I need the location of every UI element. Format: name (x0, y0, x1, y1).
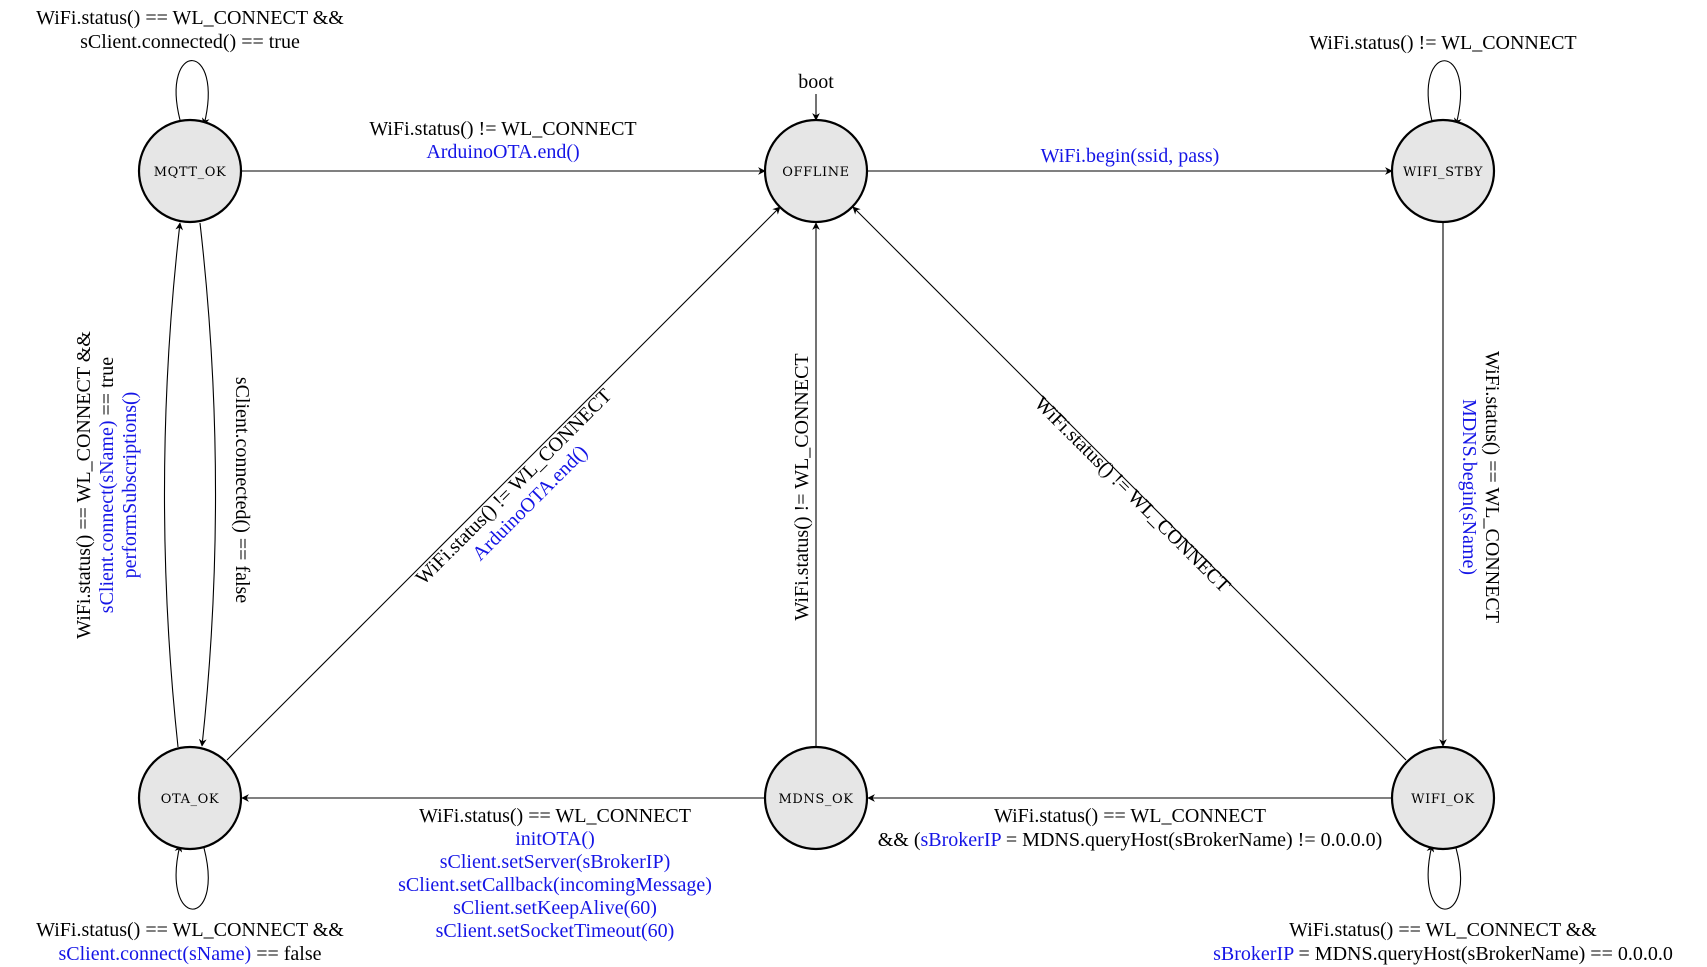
ota-to-mqtt-line2: sClient.connect(sName) == true (96, 357, 118, 613)
state-ota-ok: OTA_OK (137, 745, 243, 851)
state-mdns-ok: MDNS_OK (763, 745, 869, 851)
edge-ota-self-loop (174, 844, 209, 910)
mdns-to-ota-action-4: sClient.setKeepAlive(60) (453, 897, 657, 919)
state-label-mdns-ok: MDNS_OK (778, 792, 853, 807)
edge-ota-to-mqtt (163, 222, 184, 748)
label-mdns-to-offline: WiFi.status() != WL_CONNECT (791, 353, 813, 620)
mdns-to-ota-action-2: sClient.setServer(sBrokerIP) (440, 851, 671, 873)
state-mqtt-ok: MQTT_OK (137, 118, 243, 224)
ota-loop-line1: WiFi.status() == WL_CONNECT && (36, 919, 344, 941)
edge-wifi-stby-self-loop (1427, 60, 1462, 126)
label-wifi-stby-self-loop: WiFi.status() != WL_CONNECT (1309, 32, 1576, 54)
wifi-ok-to-mdns-condition: WiFi.status() == WL_CONNECT (994, 805, 1266, 827)
label-mqtt-to-offline: WiFi.status() != WL_CONNECT ArduinoOTA.e… (369, 118, 636, 163)
wifi-ok-loop-line2: sBrokerIP = MDNS.queryHost(sBrokerName) … (1213, 943, 1673, 965)
wifi-ok-to-mdns-line2: && (sBrokerIP = MDNS.queryHost(sBrokerNa… (878, 829, 1383, 851)
edge-wifi-ok-self-loop (1426, 844, 1462, 910)
edge-wifi-ok-to-offline (852, 206, 1407, 761)
edge-mqtt-self-loop (175, 60, 210, 126)
edge-ota-to-offline (226, 206, 781, 761)
label-boot: boot (798, 71, 834, 93)
state-label-mqtt-ok: MQTT_OK (154, 165, 227, 180)
label-wifi-ok-to-mdns: WiFi.status() == WL_CONNECT && (sBrokerI… (878, 805, 1383, 851)
wifi-ok-to-offline-condition: WiFi.status() != WL_CONNECT (1030, 393, 1235, 598)
ota-to-mqtt-condition: WiFi.status() == WL_CONNECT && (73, 331, 95, 639)
state-label-offline: OFFLINE (782, 165, 850, 180)
wifi-ok-loop-line1: WiFi.status() == WL_CONNECT && (1289, 919, 1597, 941)
ota-loop-line2: sClient.connect(sName) == false (58, 943, 321, 965)
state-offline: OFFLINE (763, 118, 869, 224)
state-label-wifi-ok: WIFI_OK (1411, 792, 1475, 807)
state-label-ota-ok: OTA_OK (161, 792, 219, 807)
mdns-to-ota-action-1: initOTA() (515, 828, 595, 850)
mdns-to-ota-condition: WiFi.status() == WL_CONNECT (419, 805, 691, 827)
label-ota-to-mqtt: WiFi.status() == WL_CONNECT && sClient.c… (73, 331, 141, 639)
mqtt-loop-line2: sClient.connected() == true (80, 31, 300, 53)
label-wifi-stby-to-wifi-ok: WiFi.status() == WL_CONNECT MDNS.begin(s… (1458, 351, 1503, 623)
state-wifi-stby: WIFI_STBY (1390, 118, 1496, 224)
mqtt-to-ota-condition: sClient.connected() == false (231, 377, 253, 603)
mqtt-to-offline-action: ArduinoOTA.end() (426, 141, 579, 163)
label-offline-to-wifi-stby: WiFi.begin(ssid, pass) (1041, 145, 1220, 167)
label-ota-self-loop: WiFi.status() == WL_CONNECT && sClient.c… (36, 919, 344, 965)
mdns-to-ota-action-3: sClient.setCallback(incomingMessage) (398, 874, 712, 896)
label-mqtt-self-loop: WiFi.status() == WL_CONNECT && sClient.c… (36, 7, 344, 53)
wifi-stby-to-wifi-ok-condition: WiFi.status() == WL_CONNECT (1481, 351, 1503, 623)
edge-mqtt-to-ota (198, 222, 217, 747)
mdns-to-offline-condition: WiFi.status() != WL_CONNECT (791, 353, 813, 620)
ota-to-offline-condition: WiFi.status() != WL_CONNECT (412, 385, 617, 590)
mdns-to-ota-action-5: sClient.setSocketTimeout(60) (436, 920, 675, 942)
label-mdns-to-ota: WiFi.status() == WL_CONNECT initOTA() sC… (398, 805, 712, 942)
ota-to-mqtt-action2: performSubscriptions() (119, 392, 141, 579)
label-wifi-ok-to-offline: WiFi.status() != WL_CONNECT (1030, 393, 1235, 598)
label-mqtt-to-ota: sClient.connected() == false (231, 377, 253, 603)
mqtt-loop-line1: WiFi.status() == WL_CONNECT && (36, 7, 344, 29)
label-ota-to-offline: WiFi.status() != WL_CONNECT ArduinoOTA.e… (412, 385, 617, 590)
transition-edges (163, 60, 1462, 910)
label-wifi-ok-self-loop: WiFi.status() == WL_CONNECT && sBrokerIP… (1213, 919, 1673, 965)
mqtt-to-offline-condition: WiFi.status() != WL_CONNECT (369, 118, 636, 140)
state-label-wifi-stby: WIFI_STBY (1403, 165, 1483, 180)
wifi-stby-to-wifi-ok-action: MDNS.begin(sName) (1458, 399, 1480, 575)
state-wifi-ok: WIFI_OK (1390, 745, 1496, 851)
